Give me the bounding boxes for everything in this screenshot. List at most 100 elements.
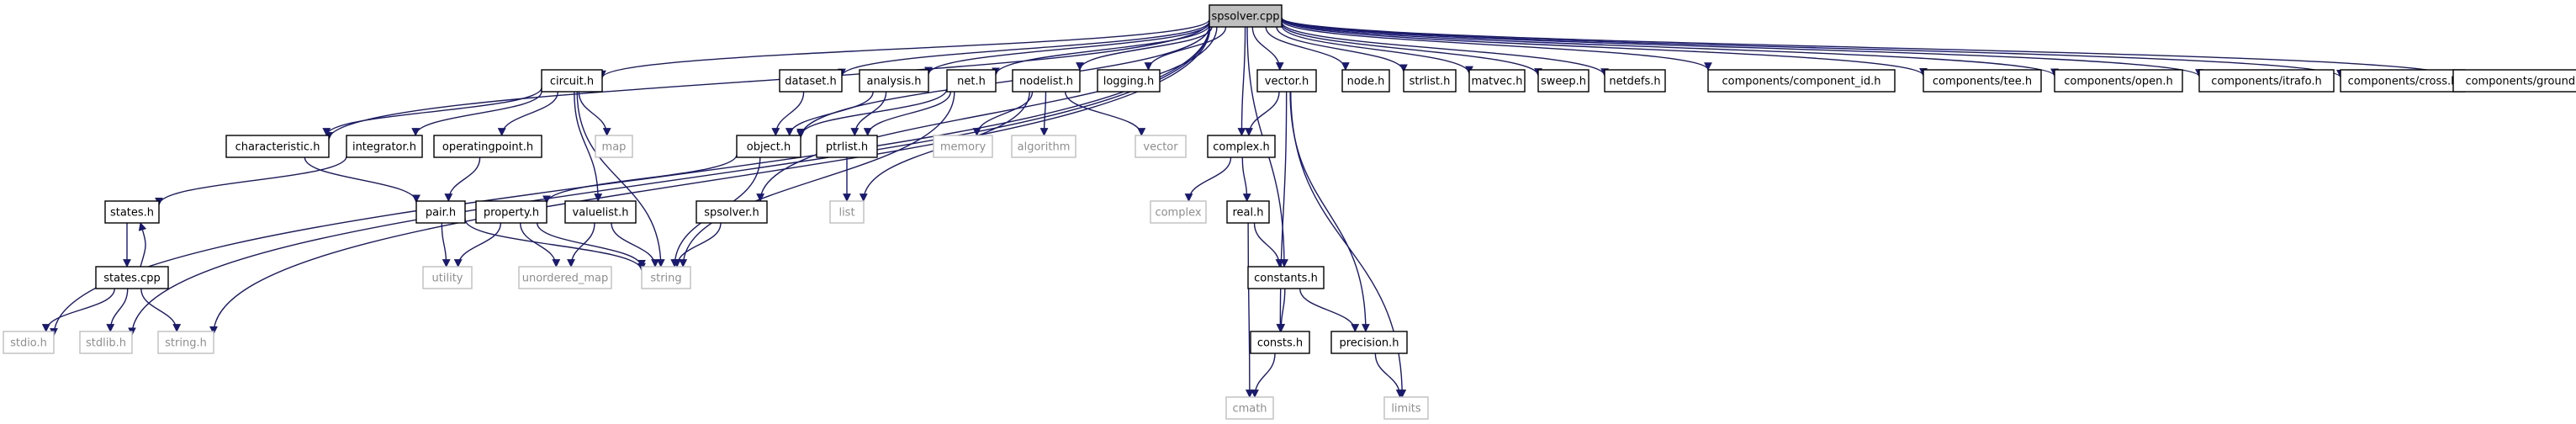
node-matvec[interactable]: matvec.h xyxy=(1468,69,1526,93)
node-constants[interactable]: constants.h xyxy=(1247,266,1325,289)
edge-circuit-to-string xyxy=(576,91,665,268)
node-spsolver[interactable]: spsolver.cpp xyxy=(1209,4,1283,28)
node-states[interactable]: states.h xyxy=(104,200,160,224)
node-logging[interactable]: logging.h xyxy=(1097,69,1161,93)
node-box-states xyxy=(104,200,160,224)
edge-spsolver-to-matvec xyxy=(1281,24,1473,75)
node-net[interactable]: net.h xyxy=(946,69,997,93)
node-utility: utility xyxy=(422,266,473,289)
edge-nodelist-to-memory xyxy=(972,91,1034,136)
node-map: map xyxy=(595,135,633,158)
node-pair[interactable]: pair.h xyxy=(415,200,466,224)
node-box-utility xyxy=(422,266,473,289)
node-ground[interactable]: components/ground.h xyxy=(2452,69,2576,93)
node-box-logging xyxy=(1097,69,1161,93)
node-analysis[interactable]: analysis.h xyxy=(859,69,929,93)
node-real[interactable]: real.h xyxy=(1226,200,1270,224)
node-box-tee xyxy=(1923,69,2042,93)
node-integrator[interactable]: integrator.h xyxy=(346,135,423,158)
node-box-cid xyxy=(1707,69,1896,93)
node-circuit[interactable]: circuit.h xyxy=(541,69,603,93)
node-nodelist[interactable]: nodelist.h xyxy=(1012,69,1081,93)
node-statescpp[interactable]: states.cpp xyxy=(95,266,169,289)
node-box-complexstd xyxy=(1150,200,1207,224)
node-strlist[interactable]: strlist.h xyxy=(1403,69,1457,93)
node-label-operatingpoint: operatingpoint.h xyxy=(442,141,533,154)
edge-circuit-to-integrator xyxy=(411,91,542,136)
node-box-dataset xyxy=(779,69,843,93)
node-box-node xyxy=(1341,69,1390,93)
node-box-stringh xyxy=(157,331,214,354)
edge-statescpp-to-stringh xyxy=(140,288,182,332)
edge-spsolver-to-itrafo xyxy=(1281,18,2203,77)
node-label-memory: memory xyxy=(940,141,986,154)
edge-constants-to-consts xyxy=(1277,288,1286,332)
node-dataset[interactable]: dataset.h xyxy=(779,69,843,93)
node-node[interactable]: node.h xyxy=(1341,69,1390,93)
edge-spsolver-to-cross xyxy=(1281,17,2345,78)
node-complexh[interactable]: complex.h xyxy=(1207,135,1276,158)
node-label-object: object.h xyxy=(747,141,791,154)
node-box-object xyxy=(736,135,801,158)
edge-spsolver-to-vector xyxy=(1251,26,1284,71)
node-property[interactable]: property.h xyxy=(475,200,547,224)
node-box-cmath xyxy=(1225,396,1274,420)
node-label-ptrlist: ptrlist.h xyxy=(826,141,868,154)
edge-valuelist-to-unordered_map xyxy=(567,222,595,268)
node-label-utility: utility xyxy=(432,273,463,285)
node-precision[interactable]: precision.h xyxy=(1330,331,1408,354)
node-box-net xyxy=(946,69,997,93)
node-operatingpoint[interactable]: operatingpoint.h xyxy=(433,135,542,158)
edge-spsolver-to-dataset xyxy=(838,21,1210,77)
edge-statescpp-to-stdlib xyxy=(106,288,129,332)
node-box-circuit xyxy=(541,69,603,93)
node-characteristic[interactable]: characteristic.h xyxy=(225,135,330,158)
node-box-spsolverh xyxy=(696,200,768,224)
node-label-valuelist: valuelist.h xyxy=(573,207,629,220)
node-label-string: string xyxy=(650,273,681,285)
edge-integrator-to-states xyxy=(155,156,347,206)
node-box-property xyxy=(475,200,547,224)
node-memory: memory xyxy=(933,135,993,158)
node-box-real xyxy=(1226,200,1270,224)
edge-net-to-object xyxy=(796,88,948,137)
edge-nodelist-to-vectorstd xyxy=(1064,91,1146,136)
node-label-dataset: dataset.h xyxy=(785,76,837,88)
node-itrafo[interactable]: components/itrafo.h xyxy=(2198,69,2335,93)
node-box-strlist xyxy=(1403,69,1457,93)
node-tee[interactable]: components/tee.h xyxy=(1923,69,2042,93)
node-box-pair xyxy=(415,200,466,224)
edge-spsolver-to-strlist xyxy=(1276,26,1408,73)
node-box-map xyxy=(595,135,633,158)
node-vector[interactable]: vector.h xyxy=(1256,69,1317,93)
edge-analysis-to-object xyxy=(785,91,874,136)
node-object[interactable]: object.h xyxy=(736,135,801,158)
node-box-nodelist xyxy=(1012,69,1081,93)
node-valuelist[interactable]: valuelist.h xyxy=(564,200,637,224)
node-label-cross: components/cross.h xyxy=(2348,76,2458,88)
edge-complexh-to-real xyxy=(1241,156,1251,202)
node-label-unordered_map: unordered_map xyxy=(522,273,609,285)
node-algorithm: algorithm xyxy=(1011,135,1076,158)
node-box-constants xyxy=(1247,266,1325,289)
node-cross[interactable]: components/cross.h xyxy=(2340,69,2466,93)
node-consts[interactable]: consts.h xyxy=(1250,331,1310,354)
node-box-stdlib xyxy=(79,331,133,354)
node-cid[interactable]: components/component_id.h xyxy=(1707,69,1896,93)
node-spsolverh[interactable]: spsolver.h xyxy=(696,200,768,224)
node-ptrlist[interactable]: ptrlist.h xyxy=(816,135,878,158)
node-box-consts xyxy=(1250,331,1310,354)
node-box-cross xyxy=(2340,69,2466,93)
node-label-statescpp: states.cpp xyxy=(103,273,161,285)
node-label-vector: vector.h xyxy=(1265,76,1309,88)
node-sweep[interactable]: sweep.h xyxy=(1537,69,1590,93)
node-box-matvec xyxy=(1468,69,1526,93)
node-open[interactable]: components/open.h xyxy=(2054,69,2183,93)
node-box-list xyxy=(829,200,865,224)
node-netdefs[interactable]: netdefs.h xyxy=(1604,69,1666,93)
edge-spsolver-to-netdefs xyxy=(1281,21,1609,77)
node-stringh: string.h xyxy=(157,331,214,354)
node-box-precision xyxy=(1330,331,1408,354)
node-box-sweep xyxy=(1537,69,1590,93)
